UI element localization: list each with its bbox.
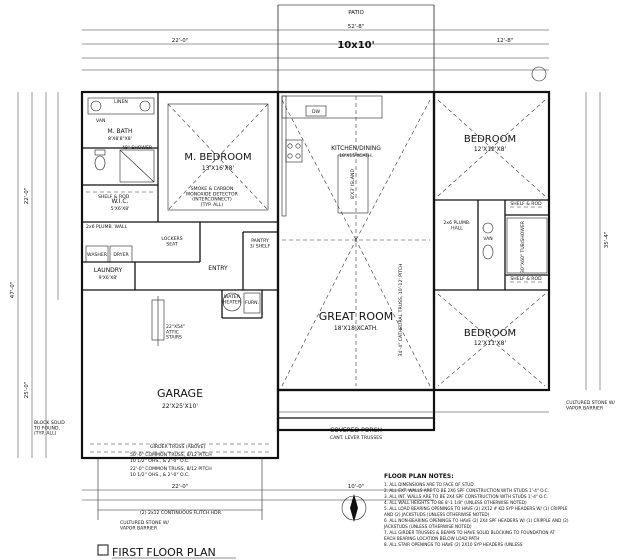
dim-left-lower: 25'-0" bbox=[24, 382, 30, 399]
notes-title: FLOOR PLAN NOTES: bbox=[384, 473, 454, 480]
master-bath-name: M. BATH bbox=[108, 128, 133, 135]
dim-top-overall: 52'-8" bbox=[348, 24, 365, 30]
dimension-lines bbox=[17, 4, 601, 501]
garage-door bbox=[97, 458, 263, 520]
washer-label: WASHER bbox=[87, 252, 108, 258]
cultured-stone-right-label: CULTURED STONE W/VAPOR BARRIER bbox=[566, 400, 615, 411]
entry-label: ENTRY bbox=[208, 265, 228, 272]
garage-name: GARAGE bbox=[157, 387, 203, 400]
laundry-name: LAUNDRY bbox=[94, 267, 123, 274]
dim-left-overall: 47'-0" bbox=[10, 282, 16, 299]
note-item: 6. ALL NON-BEARING OPENINGS TO HAVE (2) … bbox=[384, 518, 569, 523]
interior-walls bbox=[82, 92, 549, 432]
kitchen-name: KITCHEN/DINING bbox=[331, 145, 381, 152]
bedroom-top-size: 12'X12'X8' bbox=[474, 146, 507, 153]
note-item: AND (2) JACKSTUDS (UNLESS OTHERWISE NOTE… bbox=[384, 512, 490, 517]
notes-list: 1. ALL DIMENSIONS ARE TO FACE OF STUD. 2… bbox=[383, 482, 569, 547]
dryer-label: DRYER bbox=[113, 252, 129, 258]
master-bath-size: 8'X8'8"X8' bbox=[108, 136, 132, 142]
ohs-1-label: 10 1/2" OHS., & 2'-0" O.C. bbox=[130, 458, 190, 464]
shower-label: 48" SHOWER bbox=[122, 145, 153, 151]
note-item: 2. ALL EXT. WALLS ARE TO BE 2X6 SPF CONS… bbox=[384, 488, 549, 493]
fixtures bbox=[85, 95, 548, 346]
master-bedroom-size: 13'X16'X8' bbox=[202, 165, 235, 172]
common-truss-2-label: 22'-0" COMMON TRUSS, 8/12 PITCH bbox=[130, 466, 212, 472]
note-item: 4. ALL WALL HEIGHTS TO BE 8'-1 1/8" (UNL… bbox=[384, 500, 527, 505]
dim-top-left: 22'-0" bbox=[172, 38, 189, 44]
dim-top-right: 12'-8" bbox=[497, 38, 514, 44]
note-item: 8. ALL STAIR OPENINGS TO HAVE (2) 2X10 S… bbox=[384, 542, 523, 547]
bedroom-bottom-size: 12'X11'X8' bbox=[474, 340, 507, 347]
sheet-title: FIRST FLOOR PLAN bbox=[112, 546, 216, 559]
van-hall-label: VAN bbox=[483, 236, 492, 242]
common-truss-1-label: 50'-0" COMMON TRUSS, 8/12 PITCH bbox=[130, 452, 212, 458]
north-arrow-icon bbox=[341, 66, 547, 522]
note-item: 1. ALL DIMENSIONS ARE TO FACE OF STUD. bbox=[384, 482, 475, 487]
note-item: 3. ALL INT. WALLS ARE TO BE 2X4 SPF CONS… bbox=[384, 494, 548, 499]
great-room-vertical: 34'-4" CATHEDRAL TRUSS, 10'-12' PITCH bbox=[398, 264, 404, 357]
patio-label: PATIO bbox=[348, 10, 364, 16]
van-master-label: VAN bbox=[96, 118, 105, 124]
laundry-size: 9'X6'X8' bbox=[99, 275, 118, 281]
dw-label: DW bbox=[312, 109, 321, 115]
plumb-wall-label: 2x6 PLUMB. WALL bbox=[86, 224, 128, 230]
shelf-rod-wic-label: SHELF & ROD bbox=[98, 194, 130, 200]
ceiling-marks bbox=[90, 96, 546, 453]
patio-size: 10x10' bbox=[337, 40, 374, 51]
master-bedroom-name: M. BEDROOM bbox=[184, 152, 251, 163]
furn-label: FURN. bbox=[245, 300, 259, 306]
great-room-name: GREAT ROOM bbox=[319, 310, 393, 323]
kitchen-size: 18'X15'XCATH. bbox=[339, 153, 373, 159]
note-item: JACKSTUDS (UNLESS OTHERWISE NOTED) bbox=[383, 524, 472, 529]
wic-name: W.I.C. bbox=[112, 198, 129, 205]
linen-label: LINEN bbox=[114, 99, 128, 105]
girder-truss-label: GIRDER TRUSS (ABOVE) bbox=[150, 444, 205, 450]
labels: PATIO 10x10' 52'-8" 22'-0" 12'-8" 47'-0"… bbox=[10, 10, 615, 559]
continuous-plate-label: (2) 2x12 CONTINUOUS FLITCH HDR. bbox=[140, 510, 222, 516]
dim-left-upper: 22'-0" bbox=[24, 188, 30, 205]
covered-porch-sub: CANT. LEVER TRUSSES bbox=[330, 435, 382, 441]
shelf-rod-top-label: SHELF & ROD bbox=[510, 201, 542, 207]
note-item: EACH BEARING LOCATION BELOW LOAD PATH bbox=[384, 536, 479, 541]
note-item: 7. ALL GIRDER TRUSSES & BEAMS TO HAVE SO… bbox=[384, 530, 555, 535]
cultured-stone-left-label: CULTURED STONE W/VAPOR BARRIER bbox=[120, 520, 169, 531]
ohs-2-label: 10 1/2" OHS., & 2'-0" O.C. bbox=[130, 472, 190, 478]
tub-label: 30"X60" TUB/SHOWER bbox=[520, 220, 526, 273]
garage-size: 22'X25'X10' bbox=[162, 403, 198, 410]
shelf-rod-bottom-label: SHELF & ROD bbox=[510, 276, 542, 282]
note-item: 5. ALL LOAD BEARING OPENINGS TO HAVE (2)… bbox=[384, 506, 568, 511]
island-label: 8'X3' ISLAND bbox=[350, 169, 356, 199]
dim-bottom-left: 22'-0" bbox=[172, 484, 189, 490]
hall-label: 2x6 PLUMB.HALL bbox=[443, 220, 470, 231]
covered-porch-name: COVERED PORCH bbox=[330, 427, 382, 434]
wic-size: 5'X6'X8' bbox=[111, 206, 130, 212]
great-room-size: 18'X18'XCATH. bbox=[334, 325, 378, 332]
dim-bottom-mid: 10'-0" bbox=[348, 484, 365, 490]
bedroom-top-name: BEDROOM bbox=[464, 134, 516, 145]
dim-right-overall: 35'-4" bbox=[604, 232, 610, 249]
bedroom-bottom-name: BEDROOM bbox=[464, 328, 516, 339]
